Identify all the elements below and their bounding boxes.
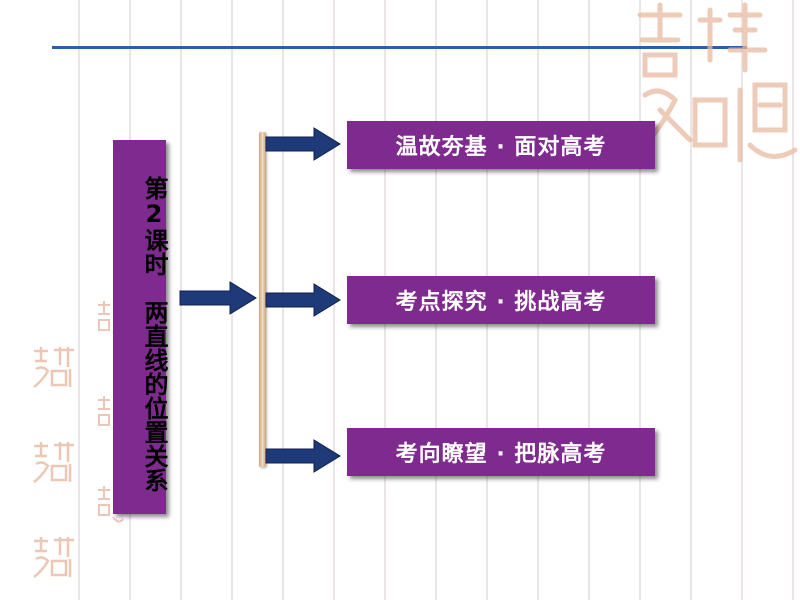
mini-seal-logo [33,442,74,483]
top-rule [52,46,747,49]
mini-seal-logo [33,347,74,388]
section-link-explore[interactable]: 考点探究 · 挑战高考 [347,276,655,324]
section-link-review[interactable]: 温故夯基 · 面对高考 [347,121,655,169]
mini-seal-logo [33,537,74,578]
bracket-bar [259,132,266,467]
section-link-outlook[interactable]: 考向瞭望 · 把脉高考 [347,428,655,476]
section-label: 考向瞭望 · 把脉高考 [395,442,607,467]
lesson-title: 第2课时 两直线的位置关系 [140,176,168,492]
arrow-right-icon [179,281,257,315]
arrow-right-icon [265,127,341,161]
section-label: 考点探究 · 挑战高考 [395,290,607,315]
corner-seal-logo [637,2,798,163]
lesson-title-box: 第2课时 两直线的位置关系 [113,140,168,514]
arrow-right-icon [265,439,341,473]
section-label: 温故夯基 · 面对高考 [395,135,607,160]
arrow-right-icon [265,283,341,317]
